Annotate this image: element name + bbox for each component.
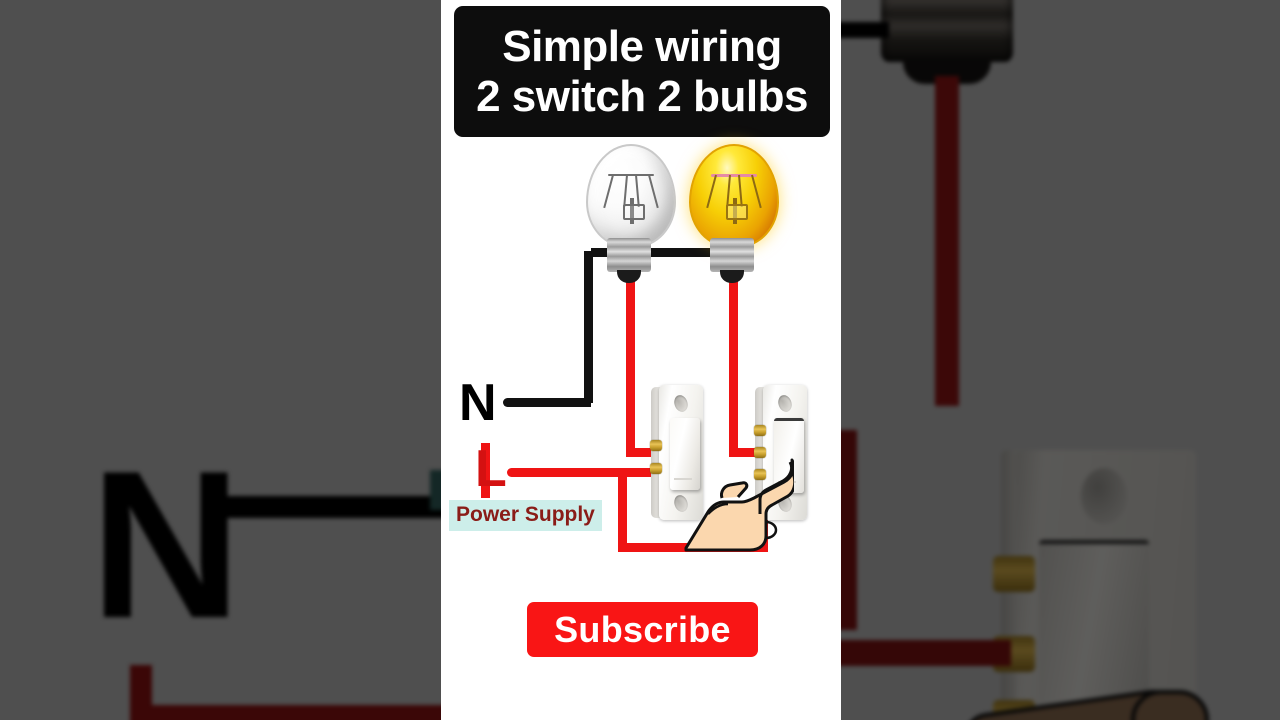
switched-live-left-vertical <box>626 262 635 457</box>
bulb-left-filament <box>603 172 659 224</box>
title-banner: Simple wiring 2 switch 2 bulbs <box>454 6 830 137</box>
live-label: L <box>475 440 507 498</box>
neutral-wire-drop <box>584 251 593 403</box>
background-switch-terminal-1 <box>993 556 1035 592</box>
switch-left-edge <box>651 387 662 518</box>
background-live-wire-horizontal <box>140 705 441 720</box>
switch-left-screw-hole-top <box>672 393 690 414</box>
switch-left-terminal-bottom <box>650 463 662 474</box>
bulb-right-glass <box>689 144 779 248</box>
background-neutral-stub <box>841 22 889 38</box>
subscribe-button[interactable]: Subscribe <box>527 602 758 657</box>
live-wire-supply <box>507 468 671 477</box>
switch-left-terminal-top <box>650 440 662 451</box>
bulb-right-socket <box>710 238 754 272</box>
video-content-panel: Simple wiring 2 switch 2 bulbs <box>441 0 841 720</box>
switch-right-screw-hole-top <box>776 393 794 414</box>
switch-right[interactable] <box>754 385 807 520</box>
switch-left[interactable] <box>650 385 703 520</box>
switched-live-left-to-switch <box>626 448 668 457</box>
bulb-left-tip <box>617 270 641 283</box>
background-left-fill <box>0 0 441 720</box>
background-power-label-edge <box>430 470 441 510</box>
switched-live-right-vertical <box>729 262 738 457</box>
title-line-1: Simple wiring <box>502 22 782 72</box>
background-hand-finger <box>1131 690 1209 720</box>
background-red-wire <box>935 76 959 406</box>
pointing-hand-icon <box>684 452 794 552</box>
background-neutral-label: N <box>90 427 242 662</box>
background-bulb-socket <box>881 0 1013 62</box>
bulb-right <box>689 144 779 283</box>
background-switch-screw-hole-top <box>1081 468 1127 524</box>
power-supply-label: Power Supply <box>449 500 602 532</box>
background-live-riser <box>841 430 857 630</box>
bulb-right-filament <box>706 172 762 224</box>
background-switch-rocker <box>1039 540 1149 720</box>
bulb-left-glass <box>586 144 676 248</box>
bulb-left-socket <box>607 238 651 272</box>
neutral-wire-bulb-link <box>591 248 743 257</box>
switch-left-rocker[interactable] <box>670 418 700 490</box>
subscribe-button-label: Subscribe <box>554 608 731 650</box>
switch-right-terminal-middle <box>754 447 766 458</box>
neutral-label: N <box>459 374 497 432</box>
background-live-feed <box>841 640 1011 666</box>
bulb-right-tip <box>720 270 744 283</box>
background-right <box>841 0 1280 720</box>
switch-right-terminal-bottom <box>754 469 766 480</box>
bulb-left <box>586 144 676 283</box>
neutral-wire-to-label <box>503 398 591 407</box>
background-neutral-wire <box>215 496 441 518</box>
title-line-2: 2 switch 2 bulbs <box>476 71 808 121</box>
background-right-content <box>841 0 1280 720</box>
live-label-stub <box>481 443 490 498</box>
background-left-content: N <box>0 0 441 720</box>
live-branch-drop <box>618 468 627 552</box>
switched-live-right-to-switch <box>729 448 772 457</box>
background-left: N <box>0 0 441 720</box>
switch-right-terminal-top <box>754 425 766 436</box>
